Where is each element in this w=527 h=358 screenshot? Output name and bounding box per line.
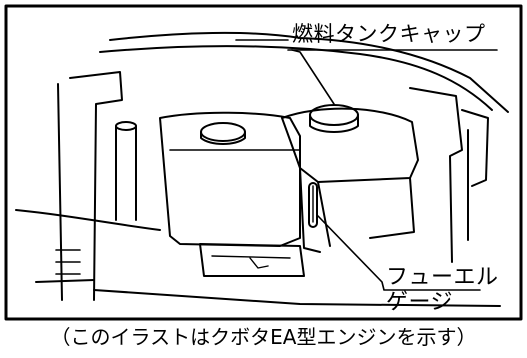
base-plate <box>93 289 501 307</box>
right-frame <box>409 87 463 263</box>
fuel-cap-leader-line <box>291 49 335 105</box>
fuel-gauge-label-line1: フューエル <box>386 265 499 290</box>
left-frame <box>69 71 123 301</box>
sub-tank <box>159 111 301 247</box>
crank-case <box>199 243 305 277</box>
fuel-tank <box>281 107 419 183</box>
hood-outline <box>109 31 509 113</box>
fuel-tank-cap-label: 燃料タンクキャップ <box>292 22 486 46</box>
fuel-gauge-tube <box>308 182 318 228</box>
fuel-gauge-label-line2: ゲージ <box>386 290 454 315</box>
figure-border <box>4 4 523 321</box>
figure-caption: （このイラストはクボタEA型エンジンを示す） <box>50 325 477 349</box>
fuel-gauge-leader-line <box>317 215 481 291</box>
sub-tank-cap-icon <box>200 122 246 142</box>
hood-inner-line <box>99 45 493 111</box>
